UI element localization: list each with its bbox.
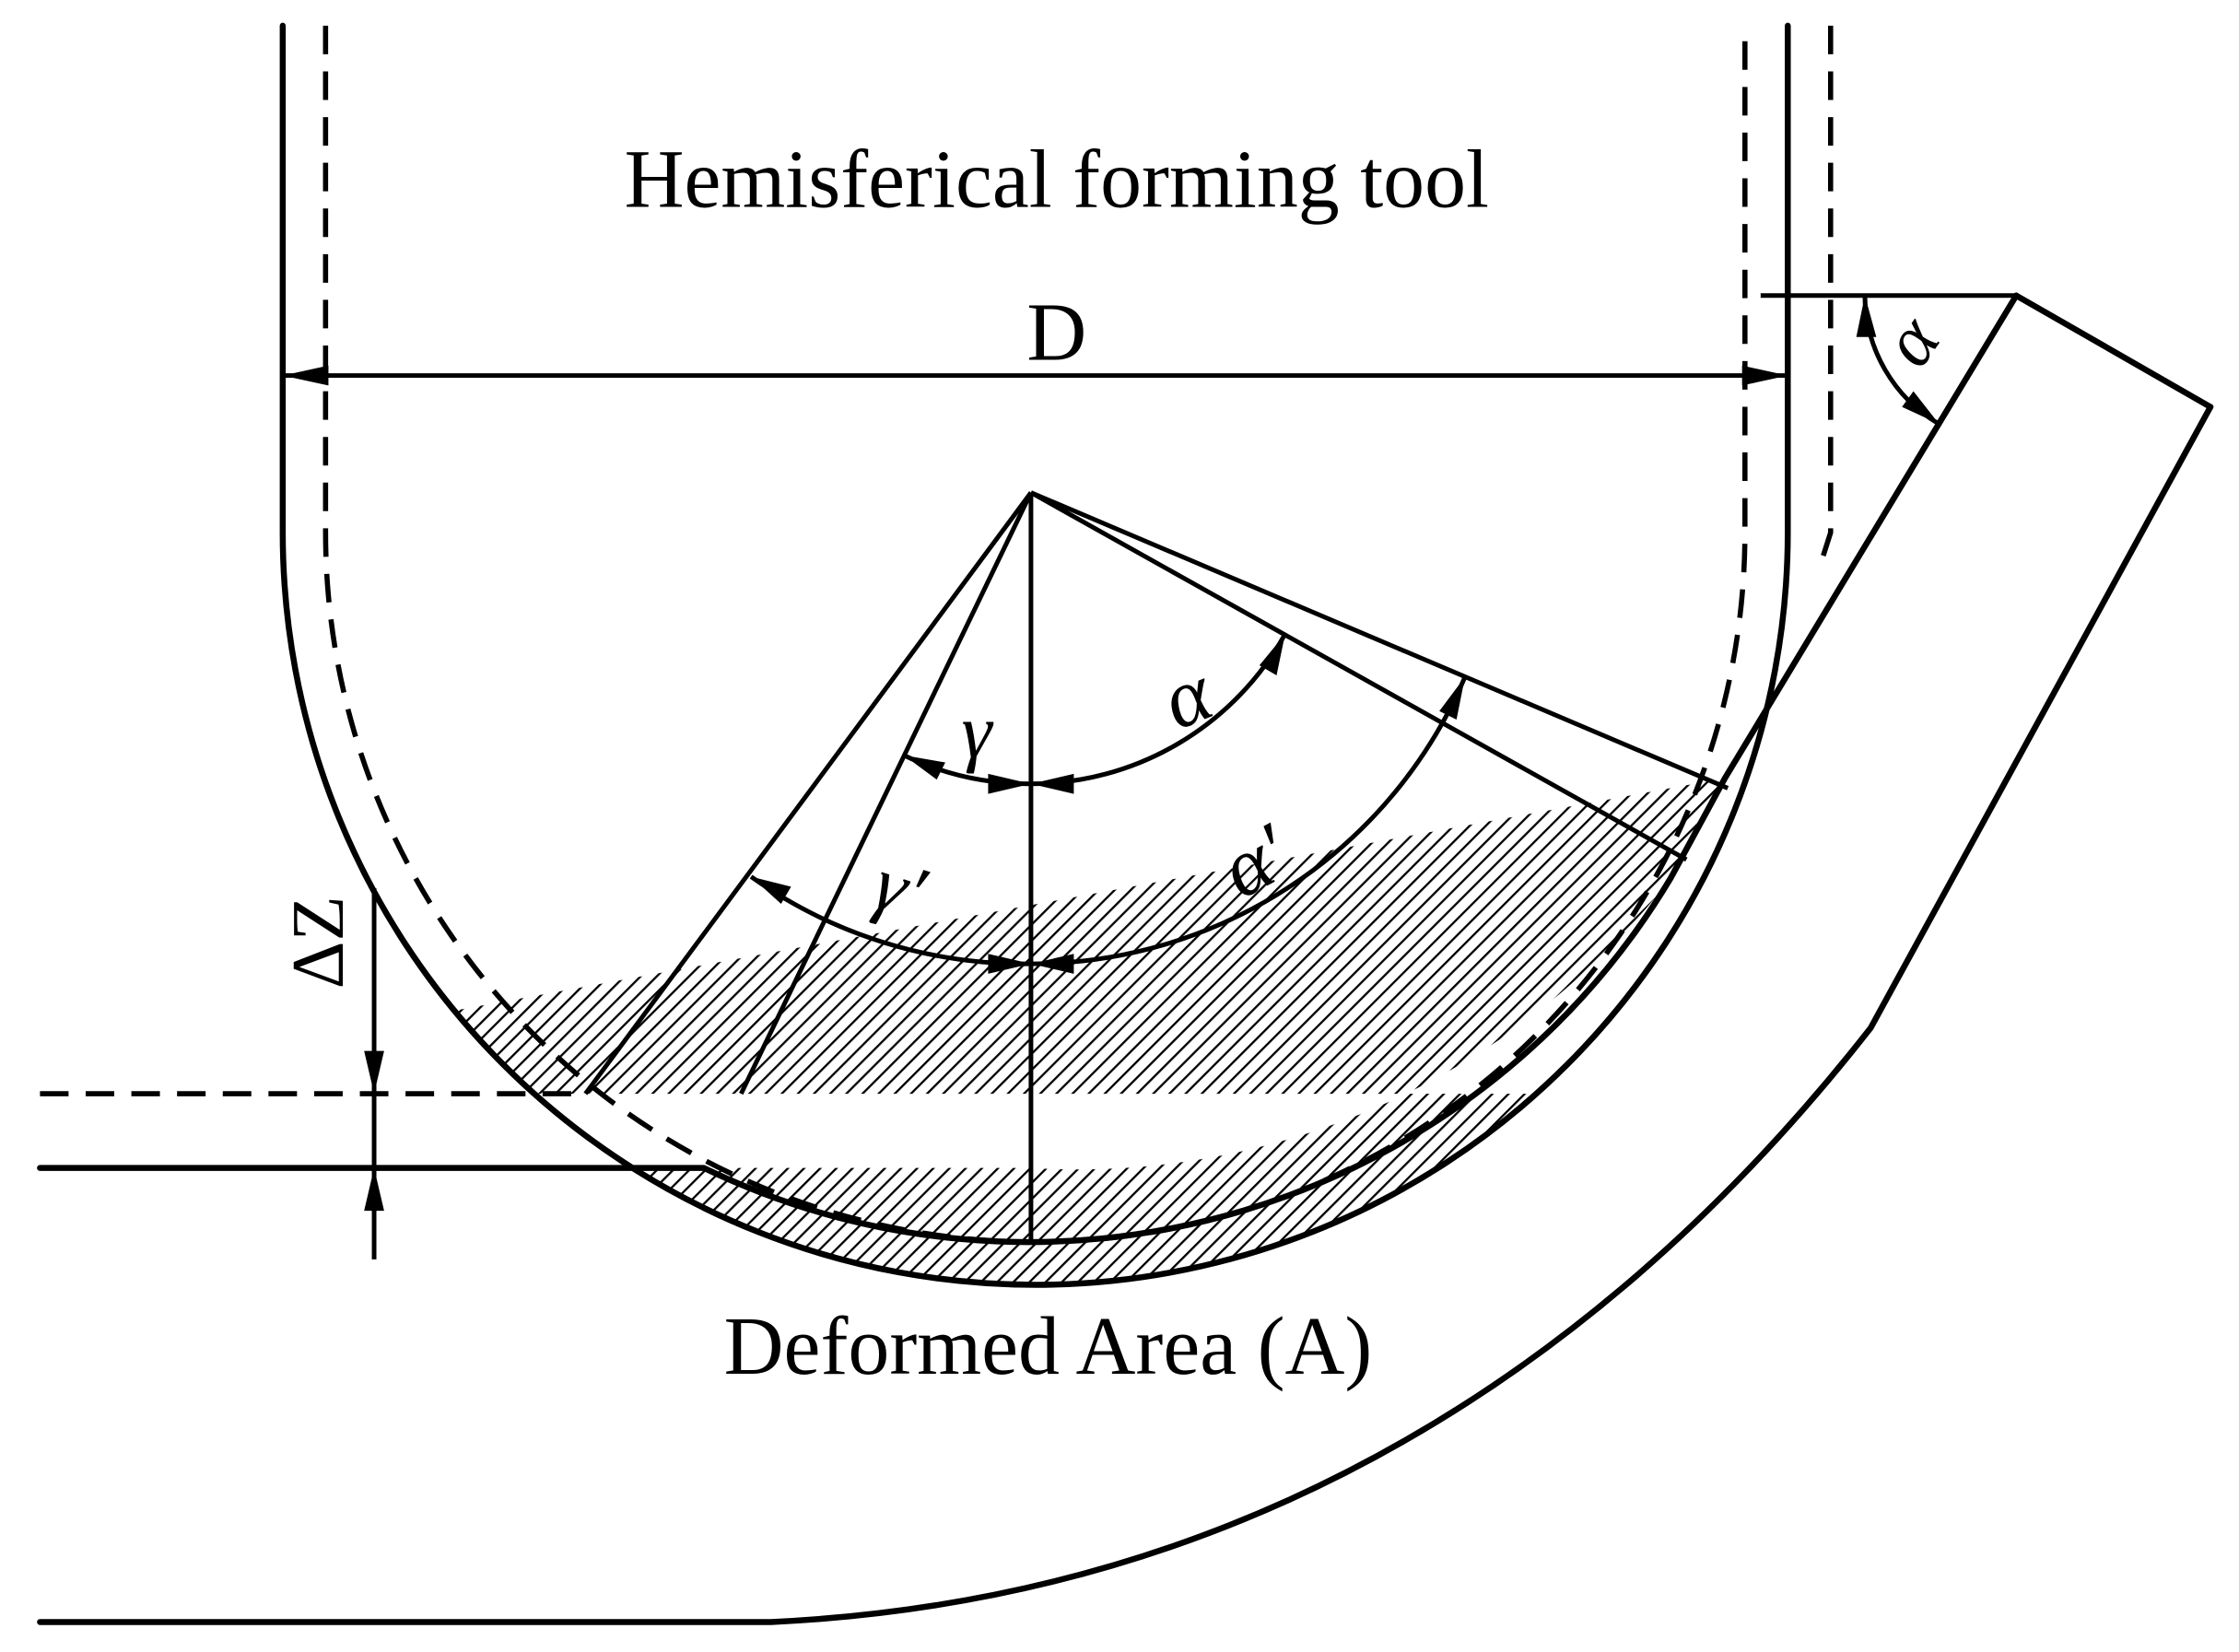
alpha-label: α <box>1150 646 1226 747</box>
alpha-prime-arrow-end <box>1439 676 1466 721</box>
diameter-arrow-right <box>1741 365 1788 386</box>
radial-line-alpha <box>1029 490 1688 862</box>
tool-title: Hemisferical forming tool <box>625 135 1489 226</box>
alpha-prime-arc <box>1030 675 1468 967</box>
diameter-arrow-left <box>282 365 329 386</box>
delta-z-arrow-top <box>364 1050 384 1095</box>
deformed-area-hatch <box>282 778 1788 1285</box>
sheet-end-edge <box>2012 292 2214 410</box>
radial-line-gamma-prime <box>583 491 1033 1095</box>
gamma-prime-arrow-end <box>751 876 791 904</box>
wall-angle-label: α <box>1866 300 1956 381</box>
diameter-label: D <box>1026 287 1086 379</box>
alpha-arrow-end <box>1259 634 1285 676</box>
gamma-arrow-start <box>988 773 1031 794</box>
delta-z-arrow-bottom <box>364 1167 384 1212</box>
alpha-prime-arrow-start <box>1030 954 1074 974</box>
wall-angle-arrow-top <box>1856 295 1877 337</box>
sheet-upper-surface <box>37 292 2020 1246</box>
alpha-arc <box>1030 632 1287 787</box>
deformed-area-label: Deformed Area (A) <box>724 1301 1373 1392</box>
angle-arcs <box>749 295 1940 974</box>
gamma-prime-arrow-start <box>988 954 1031 974</box>
radial-line-alpha-prime <box>1029 490 1729 791</box>
gamma-label: γ <box>962 688 994 774</box>
wall-angle-arrow-bottom <box>1902 391 1940 425</box>
diameter-dimension <box>282 365 1788 386</box>
gamma-prime-label: γ′ <box>863 840 936 937</box>
alpha-arrow-start <box>1030 773 1074 794</box>
tool-outline <box>279 22 1791 1288</box>
radial-line-gamma <box>739 491 1034 1095</box>
delta-z-dimension <box>364 887 384 1260</box>
sheet-lower-surface <box>37 404 2214 1625</box>
tool-outer-dashed-right <box>1818 25 1834 565</box>
gamma-arrow-end <box>903 755 945 780</box>
delta-z-label: ΔZ <box>277 896 359 989</box>
radial-lines <box>583 490 1729 1243</box>
